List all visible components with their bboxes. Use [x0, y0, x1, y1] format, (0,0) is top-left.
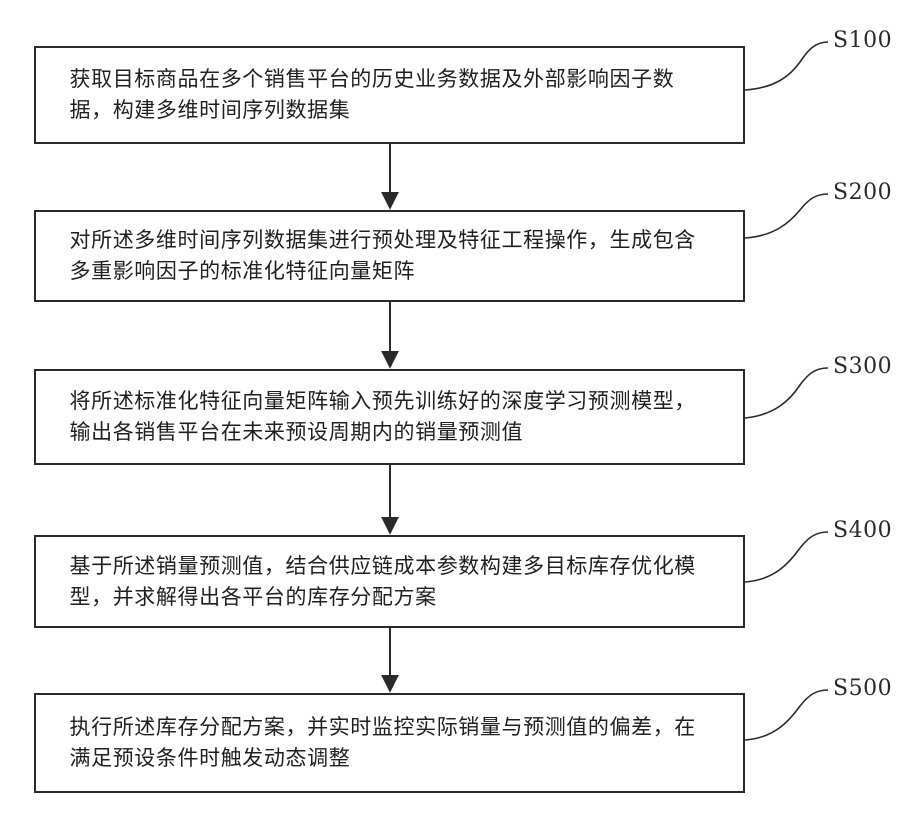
leader-line-s500: [745, 690, 828, 740]
step-text-s500: 执行所述库存分配方案，并实时监控实际销量与预测值的偏差，在满足预设条件时触发动态…: [70, 712, 710, 774]
step-label-s100: S100: [833, 28, 892, 53]
step-label-s200: S200: [833, 180, 892, 205]
leader-line-s400: [745, 532, 828, 582]
step-box-s400: 基于所述销量预测值，结合供应链成本参数构建多目标库存优化模型，并求解得出各平台的…: [34, 535, 745, 628]
step-box-s300: 将所述标准化特征向量矩阵输入预先训练好的深度学习预测模型，输出各销售平台在未来预…: [34, 369, 745, 465]
step-text-s300: 将所述标准化特征向量矩阵输入预先训练好的深度学习预测模型，输出各销售平台在未来预…: [70, 386, 710, 448]
step-label-s400: S400: [833, 518, 892, 543]
leader-line-s300: [745, 368, 828, 418]
step-label-s500: S500: [833, 676, 892, 701]
step-box-s500: 执行所述库存分配方案，并实时监控实际销量与预测值的偏差，在满足预设条件时触发动态…: [34, 693, 745, 793]
step-label-s300: S300: [833, 354, 892, 379]
step-text-s400: 基于所述销量预测值，结合供应链成本参数构建多目标库存优化模型，并求解得出各平台的…: [70, 551, 710, 613]
step-box-s200: 对所述多维时间序列数据集进行预处理及特征工程操作，生成包含多重影响因子的标准化特…: [34, 210, 745, 302]
step-box-s100: 获取目标商品在多个销售平台的历史业务数据及外部影响因子数据，构建多维时间序列数据…: [34, 46, 745, 144]
step-text-s200: 对所述多维时间序列数据集进行预处理及特征工程操作，生成包含多重影响因子的标准化特…: [70, 225, 710, 287]
leader-line-s200: [745, 194, 828, 238]
leader-line-s100: [745, 42, 828, 90]
step-text-s100: 获取目标商品在多个销售平台的历史业务数据及外部影响因子数据，构建多维时间序列数据…: [70, 64, 710, 126]
